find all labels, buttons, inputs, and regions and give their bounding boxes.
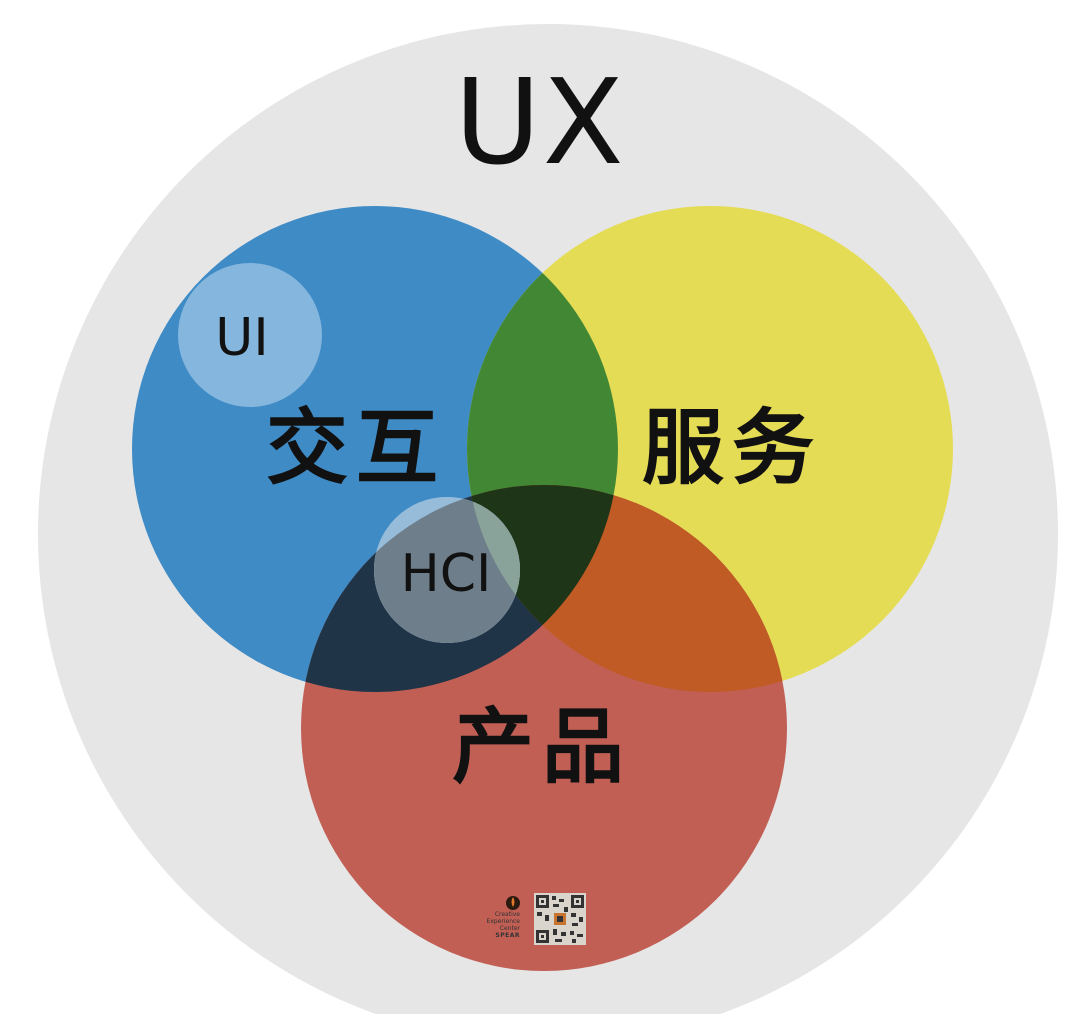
ui-circle	[178, 263, 322, 407]
logo-brand: SPEAR	[495, 932, 520, 939]
ui-label: UI	[215, 308, 269, 368]
hci-label: HCI	[400, 544, 492, 604]
logo-line: Experience	[486, 918, 520, 925]
ux-label: UX	[454, 53, 626, 191]
logo-line: Center	[499, 925, 520, 932]
service-label: 服务	[641, 401, 823, 496]
logo-caption: Creative Experience Center SPEAR	[474, 911, 520, 939]
interaction-label: 交互	[265, 401, 447, 496]
qr-code-icon	[534, 893, 586, 945]
product-label: 产品	[451, 700, 633, 795]
drop-logo-icon	[506, 896, 520, 910]
service-product-overlap	[467, 485, 787, 692]
logo-line: Creative	[494, 911, 520, 918]
